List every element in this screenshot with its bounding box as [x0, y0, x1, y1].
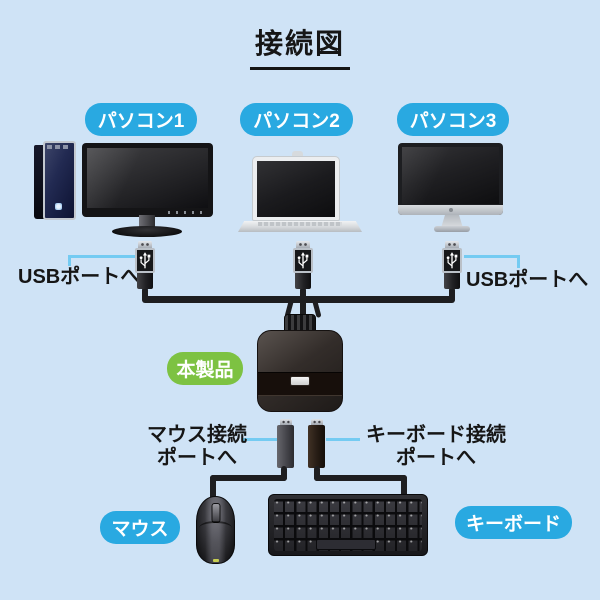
callout-line-usb-left	[68, 255, 136, 258]
mouse-scroll-wheel	[211, 503, 220, 523]
mouse-label: マウス	[100, 511, 180, 544]
all-in-one-screen	[402, 147, 499, 204]
tower-power-light	[55, 203, 62, 210]
keyboard-label: キーボード	[455, 506, 572, 539]
all-in-one-stand-base	[434, 226, 470, 232]
desktop-tower	[34, 141, 76, 222]
device-front-band	[258, 372, 342, 396]
usb-plug-tip	[296, 241, 310, 248]
usb-plug-tip	[445, 241, 459, 248]
product-device	[257, 330, 343, 412]
brand-logo	[291, 377, 309, 385]
laptop-camera-tab	[292, 151, 303, 157]
all-in-one-stand-neck	[441, 215, 463, 228]
cable-trunk	[142, 296, 455, 303]
usb-plug-body	[444, 273, 460, 289]
cable-mouse-drop	[281, 466, 287, 481]
usb-icon	[293, 248, 313, 273]
tower-drive-bays	[47, 145, 71, 149]
keyboard	[268, 494, 428, 556]
usb-plug-pc3	[442, 241, 462, 289]
usb-plug-tip	[138, 241, 152, 248]
callout-line-keyboard-port	[326, 438, 360, 441]
keyboard-plug-body	[308, 425, 325, 468]
keyboard-port-label: キーボード接続 ポートへ	[352, 424, 520, 470]
keyboard-port-label-line2: ポートへ	[396, 447, 476, 469]
page-title: 接続図	[249, 22, 351, 70]
mouse-port-label-line1: マウス接続	[147, 424, 247, 446]
all-in-one-chin	[398, 205, 503, 215]
cable-pc1-drop	[142, 287, 148, 302]
monitor-stand-base	[112, 226, 182, 237]
cable-pc3-drop	[449, 287, 455, 302]
usb-plug-body	[137, 273, 153, 289]
cable-mouse-horizontal	[210, 475, 287, 481]
laptop-screen	[257, 161, 335, 217]
product-label: 本製品	[167, 352, 243, 385]
callout-line-mouse-port	[242, 438, 277, 441]
mouse-plug	[277, 419, 294, 468]
usb-icon	[442, 248, 462, 273]
tower-front-panel	[43, 141, 76, 220]
monitor-stand-neck	[139, 215, 155, 228]
keyboard-port-label-line1: キーボード接続	[366, 424, 506, 446]
mouse-button-seam	[199, 521, 232, 535]
mouse-plug-tip	[279, 419, 292, 425]
cable-keyboard-drop	[314, 466, 320, 481]
mouse-port-label-line2: ポートへ	[157, 447, 237, 469]
pc3-label: パソコン3	[397, 103, 509, 136]
desktop-monitor	[82, 143, 213, 217]
keyboard-plug-tip	[310, 419, 323, 425]
callout-line-usb-right	[464, 255, 519, 258]
all-in-one-pc	[398, 143, 503, 215]
cable-keyboard-horizontal	[314, 475, 407, 481]
callout-tick-usb-right	[517, 255, 520, 268]
laptop-base	[238, 221, 362, 232]
usb-plug-pc2	[293, 241, 313, 289]
usb-plug-body	[295, 273, 311, 289]
pc1-label: パソコン1	[85, 103, 197, 136]
mouse-port-label: マウス接続 ポートへ	[122, 424, 272, 470]
mouse-badge	[212, 559, 219, 562]
cable-mouse-vertical	[210, 475, 216, 501]
keyboard-plug	[308, 419, 325, 468]
callout-tick-usb-left	[68, 255, 71, 266]
laptop	[252, 156, 340, 221]
laptop-keyboard-deck	[258, 222, 342, 226]
mouse-plug-body	[277, 425, 294, 468]
usb-plug-pc1	[135, 241, 155, 289]
monitor-buttons	[168, 211, 206, 214]
all-in-one-logo-dot	[448, 208, 453, 212]
usb-port-label-right: USBポートへ	[466, 269, 589, 291]
pc2-label: パソコン2	[240, 103, 353, 136]
monitor-screen	[87, 148, 208, 208]
usb-port-label-left: USBポートへ	[18, 266, 141, 288]
mouse	[196, 496, 235, 564]
cable-keyboard-vertical	[401, 475, 407, 499]
usb-icon	[135, 248, 155, 273]
keyboard-spacebar	[316, 539, 376, 550]
